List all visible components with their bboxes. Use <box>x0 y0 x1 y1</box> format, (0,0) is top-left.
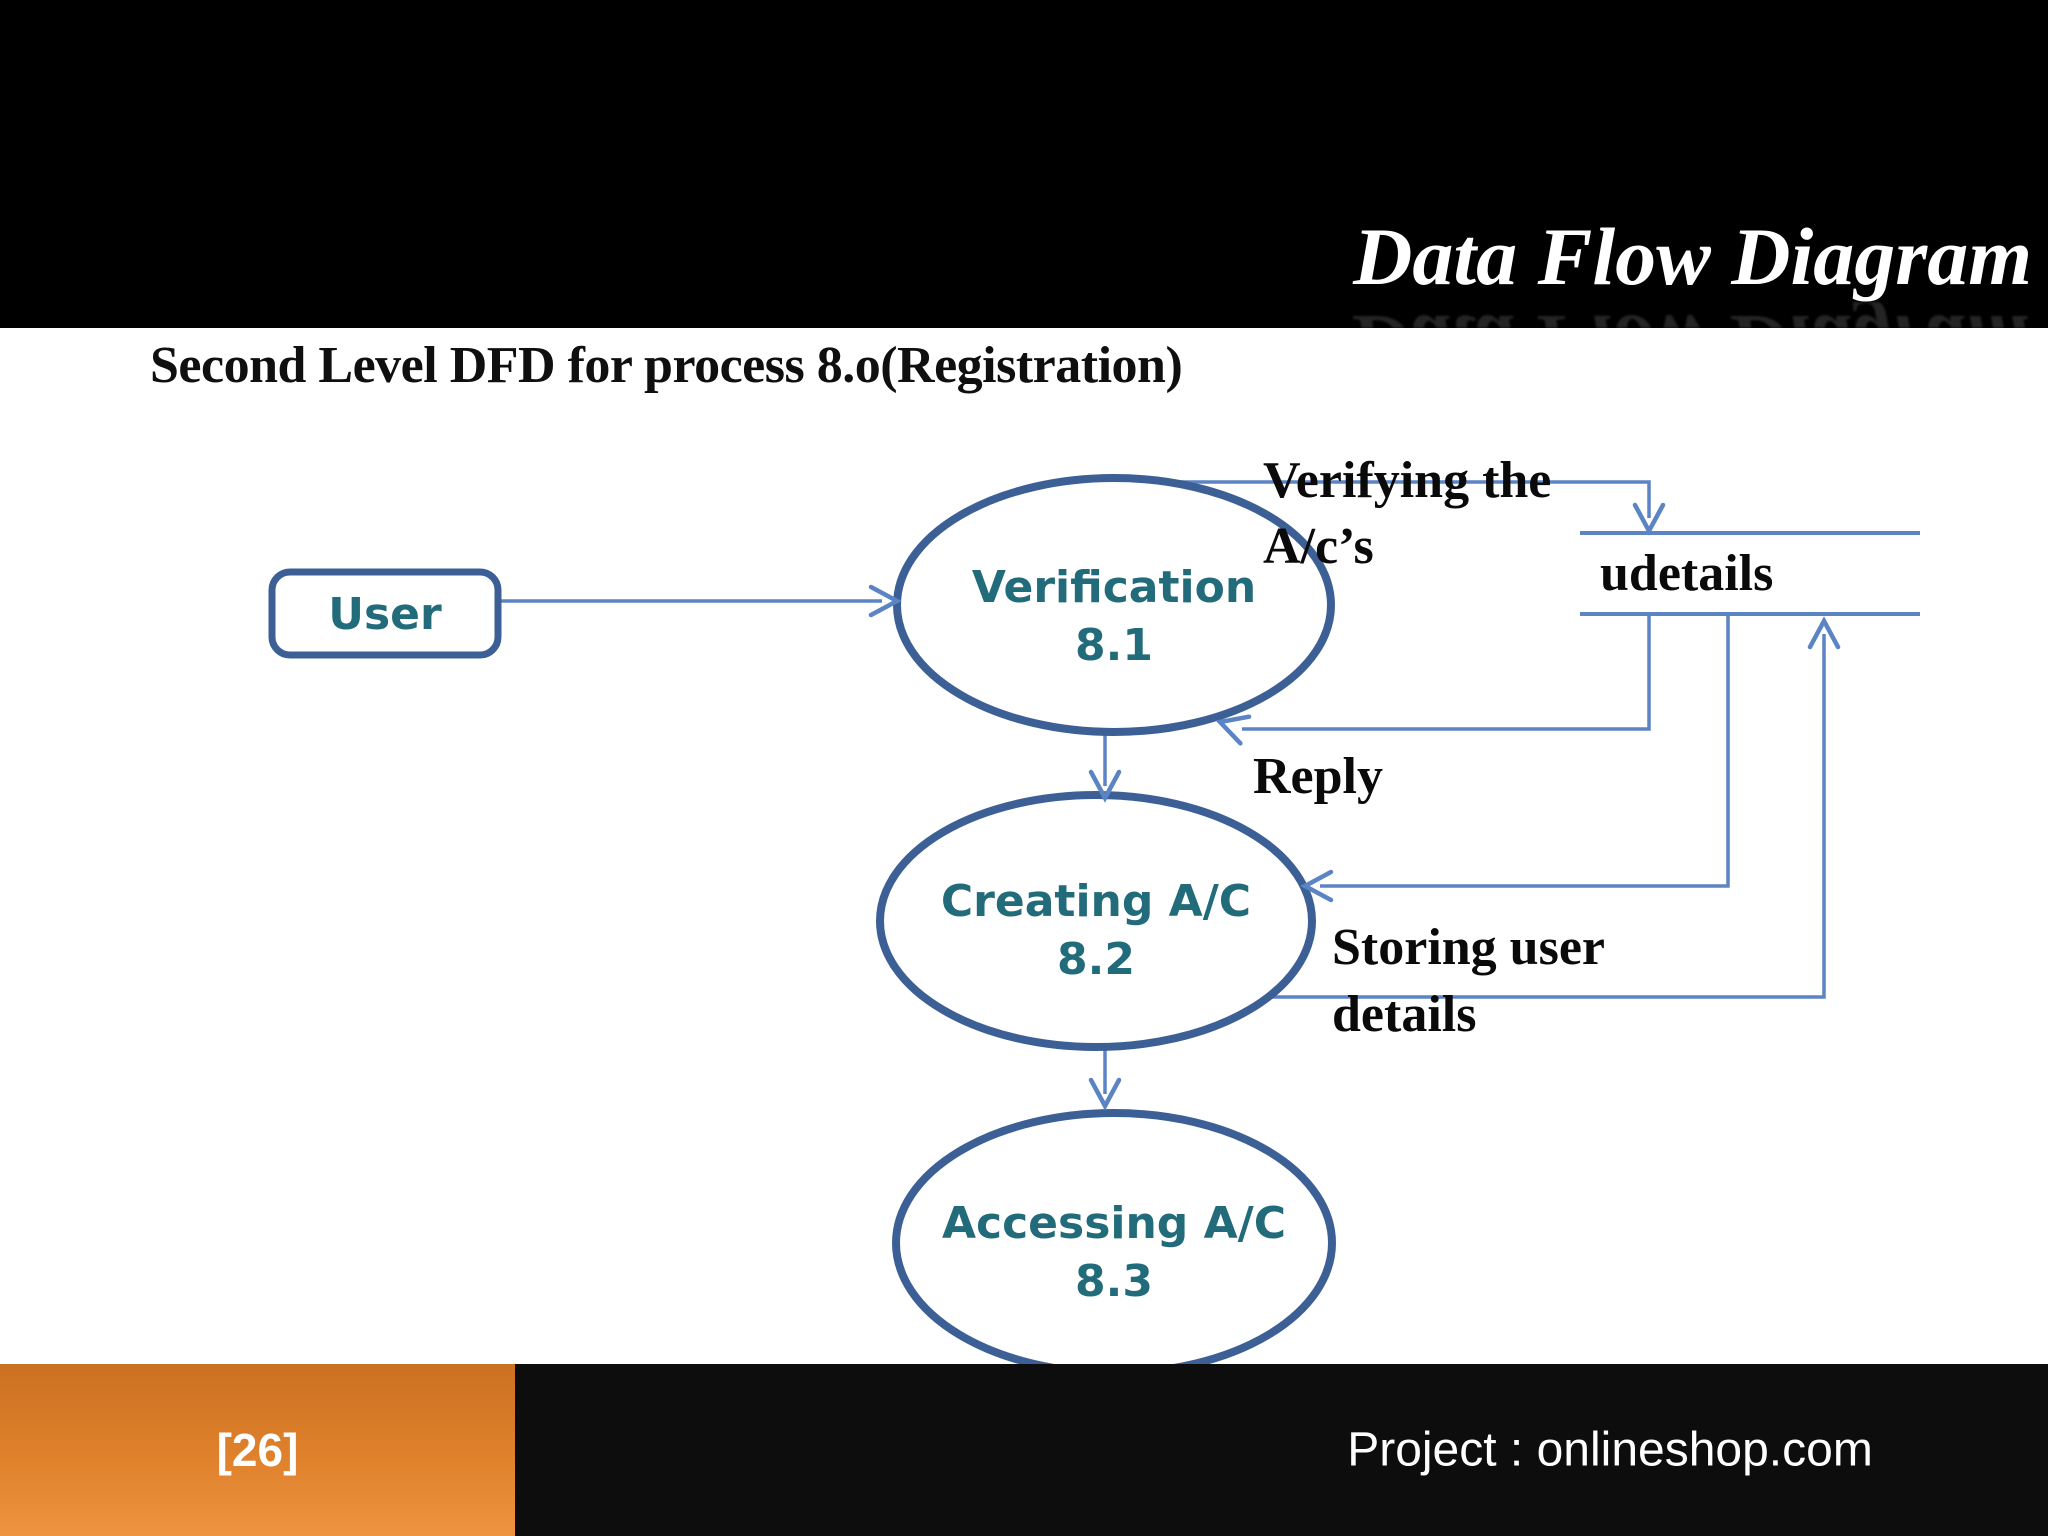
entity-user-label: User <box>328 589 442 640</box>
arrow-into-datastore-top-icon <box>1632 502 1666 536</box>
process-verification-number: 8.1 <box>1075 620 1153 671</box>
flow-creating-to-datastore <box>1269 634 1826 999</box>
arrowheads <box>868 502 1841 1111</box>
datastore-udetails-label: udetails <box>1600 545 1773 602</box>
flow-label-verifying-line2: A/c’s <box>1263 518 1374 575</box>
process-verification-ellipse <box>893 474 1335 736</box>
flow-lines <box>498 480 1826 1094</box>
flow-label-storing-line1: Storing user <box>1332 919 1605 976</box>
process-verification-name: Verification <box>972 562 1256 613</box>
header-band: Data Flow Diagram Data Flow Diagram <box>0 0 2048 328</box>
slide-title: Data Flow Diagram <box>1353 211 2032 302</box>
flow-datastore-to-verification <box>1242 614 1651 731</box>
datastore-udetails <box>1580 531 1920 616</box>
arrow-reply-into-verification-icon <box>1215 714 1252 746</box>
arrow-into-creating-top-icon <box>1088 769 1122 803</box>
arrow-into-accessing-top-icon <box>1088 1077 1122 1111</box>
process-creating-number: 8.2 <box>1057 934 1135 985</box>
project-label: Project : onlineshop.com <box>1347 1423 1873 1477</box>
arrow-into-datastore-bottom-icon <box>1807 616 1841 650</box>
process-accessing-number: 8.3 <box>1075 1256 1153 1307</box>
flow-label-storing-line2: details <box>1332 986 1476 1043</box>
flow-verification-to-datastore <box>1168 480 1651 518</box>
page-number-block: [26] <box>0 1364 515 1536</box>
flow-label-reply: Reply <box>1253 748 1383 805</box>
process-creating-name: Creating A/C <box>941 876 1251 927</box>
arrow-into-verification-left-icon <box>868 584 902 618</box>
page-number: [26] <box>216 1424 299 1476</box>
arrow-into-creating-right-icon <box>1300 869 1334 903</box>
footer-band: [26] Project : onlineshop.com <box>0 1364 2048 1536</box>
slide-subtitle: Second Level DFD for process 8.o(Registr… <box>150 337 1183 394</box>
entity-user-box <box>268 568 502 659</box>
process-accessing-name: Accessing A/C <box>942 1198 1286 1249</box>
flow-datastore-to-creating <box>1320 614 1730 888</box>
process-creating-ellipse <box>876 791 1316 1051</box>
flow-label-verifying-line1: Verifying the <box>1263 452 1551 509</box>
